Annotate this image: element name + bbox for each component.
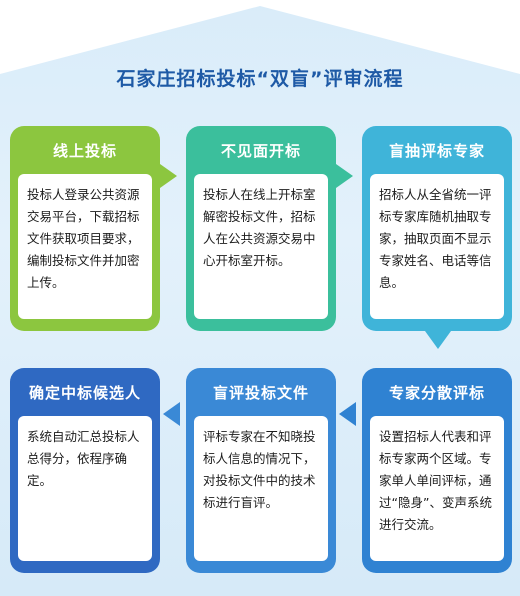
step-description: 招标人从全省统一评标专家库随机抽取专家，抽取页面不显示专家姓名、电话等信息。 — [370, 174, 504, 319]
arrow-right-icon — [160, 164, 177, 188]
step-card-online-bidding: 线上投标 投标人登录公共资源交易平台，下载招标文件获取项目要求，编制投标文件并加… — [10, 126, 160, 331]
step-card-blind-review: 盲评投标文件 评标专家在不知晓投标人信息的情况下，对投标文件中的技术标进行盲评。 — [186, 368, 336, 573]
step-title: 盲评投标文件 — [212, 383, 309, 402]
step-description: 设置招标人代表和评标专家两个区域。专家单人单间评标，通过“隐身”、变声系统进行交… — [370, 416, 504, 561]
arrow-right-icon — [336, 164, 353, 188]
step-card-blind-expert-draw: 盲抽评标专家 招标人从全省统一评标专家库随机抽取专家，抽取页面不显示专家姓名、电… — [362, 126, 512, 331]
step-description: 评标专家在不知晓投标人信息的情况下，对投标文件中的技术标进行盲评。 — [194, 416, 328, 561]
step-description: 投标人登录公共资源交易平台，下载招标文件获取项目要求，编制投标文件并加密上传。 — [18, 174, 152, 319]
arrow-left-icon — [339, 402, 356, 426]
step-description: 投标人在线上开标室解密投标文件，招标人在公共资源交易中心开标室开标。 — [194, 174, 328, 319]
step-card-remote-opening: 不见面开标 投标人在线上开标室解密投标文件，招标人在公共资源交易中心开标室开标。 — [186, 126, 336, 331]
arrow-left-icon — [163, 402, 180, 426]
step-title: 不见面开标 — [220, 141, 301, 160]
arrow-down-icon — [425, 331, 451, 349]
step-title: 专家分散评标 — [388, 383, 485, 402]
page-title: 石家庄招标投标“双盲”评审流程 — [116, 68, 404, 90]
step-title: 盲抽评标专家 — [388, 141, 485, 160]
step-description: 系统自动汇总投标人总得分，依程序确定。 — [18, 416, 152, 561]
step-title: 线上投标 — [52, 141, 117, 160]
step-title: 确定中标候选人 — [28, 383, 141, 402]
step-card-distributed-evaluation: 专家分散评标 设置招标人代表和评标专家两个区域。专家单人单间评标，通过“隐身”、… — [362, 368, 512, 573]
step-card-confirm-winner: 确定中标候选人 系统自动汇总投标人总得分，依程序确定。 — [10, 368, 160, 573]
